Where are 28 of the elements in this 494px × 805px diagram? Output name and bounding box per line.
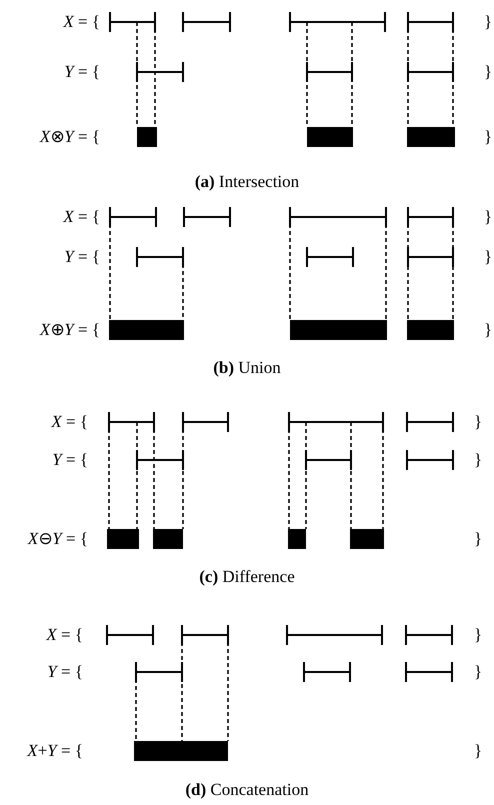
closing-brace: } <box>474 626 482 643</box>
closing-brace: } <box>474 663 482 680</box>
closing-brace: } <box>484 248 492 265</box>
closing-brace: } <box>474 530 482 547</box>
set-label: X = { <box>51 413 88 430</box>
closing-brace: } <box>484 321 492 338</box>
closing-brace: } <box>484 13 492 30</box>
set-label: X = { <box>63 208 100 225</box>
panel-caption: (b) Union <box>212 359 282 376</box>
set-label: X = { <box>63 13 100 30</box>
closing-brace: } <box>474 742 482 759</box>
panel-caption: (c) Difference <box>198 568 296 585</box>
closing-brace: } <box>484 128 492 145</box>
panel-caption: (d) Concatenation <box>184 781 310 798</box>
closing-brace: } <box>484 63 492 80</box>
closing-brace: } <box>484 208 492 225</box>
set-label: Y = { <box>52 451 88 468</box>
set-label: Y = { <box>64 248 100 265</box>
set-label: X⊗Y = { <box>40 128 100 145</box>
set-label: Y = { <box>47 663 83 680</box>
set-label: Y = { <box>64 63 100 80</box>
panel-caption: (a) Intersection <box>194 173 300 190</box>
closing-brace: } <box>474 413 482 430</box>
set-label: X⊕Y = { <box>40 321 100 338</box>
set-label: X+Y = { <box>27 742 83 759</box>
closing-brace: } <box>474 451 482 468</box>
set-label: X = { <box>46 626 83 643</box>
set-label: X⊖Y = { <box>28 530 88 547</box>
